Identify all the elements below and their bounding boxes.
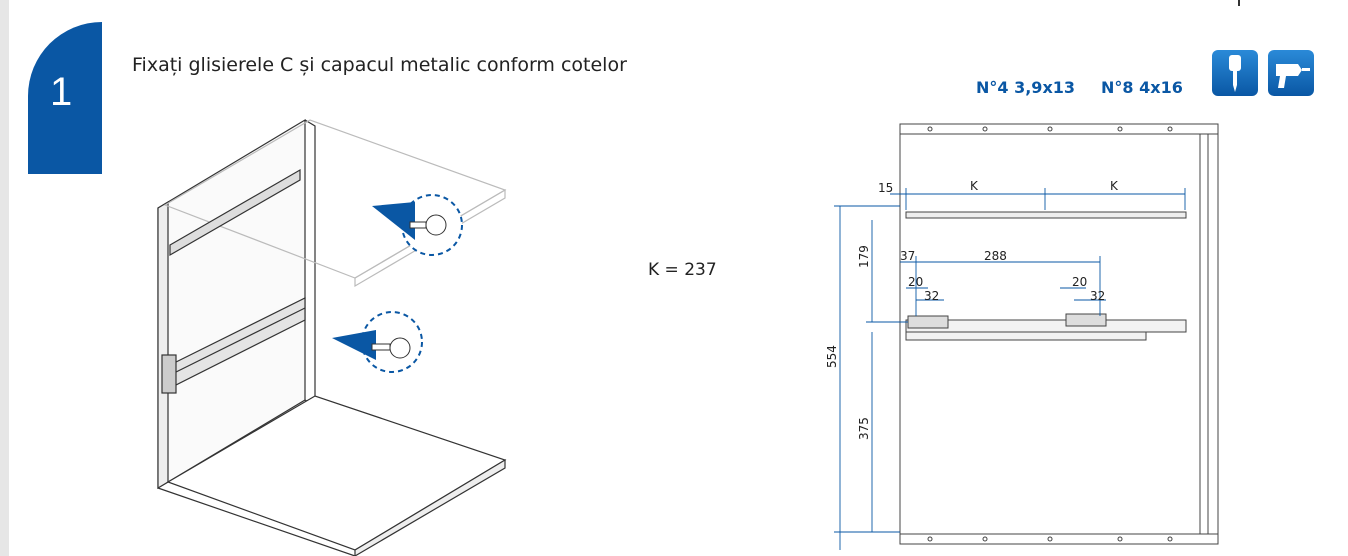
dim-375: 375 bbox=[857, 417, 871, 440]
dim-32a: 32 bbox=[924, 289, 939, 303]
dim-179: 179 bbox=[857, 245, 871, 268]
screwdriver-icon bbox=[1212, 50, 1258, 96]
dim-20b: 20 bbox=[1072, 275, 1087, 289]
screw-spec-n4: N°4 3,9x13 bbox=[976, 78, 1076, 97]
dim-37: 37 bbox=[900, 249, 915, 263]
k-value-label: K = 237 bbox=[648, 260, 717, 280]
dim-20a: 20 bbox=[908, 275, 923, 289]
screw-specs: N°4 3,9x13 N°8 4x16 bbox=[976, 78, 1209, 97]
left-margin-bar bbox=[0, 0, 9, 556]
dim-k2: K bbox=[1110, 179, 1119, 193]
drill-icon bbox=[1268, 50, 1314, 96]
step-number: 1 bbox=[50, 70, 73, 114]
instruction-text: Fixați glisierele C și capacul metalic c… bbox=[132, 54, 627, 76]
dimension-drawing: 15 K K 37 288 20 32 20 32 179 554 375 bbox=[825, 123, 1219, 550]
dim-15: 15 bbox=[878, 181, 893, 195]
dim-288: 288 bbox=[984, 249, 1007, 263]
cabinet-isometric-drawing bbox=[157, 118, 507, 556]
dim-k1: K bbox=[970, 179, 979, 193]
screw-spec-n8: N°8 4x16 bbox=[1101, 78, 1183, 97]
dim-554: 554 bbox=[825, 345, 839, 368]
dim-32b: 32 bbox=[1090, 289, 1105, 303]
page-tick-mark bbox=[1238, 0, 1240, 6]
